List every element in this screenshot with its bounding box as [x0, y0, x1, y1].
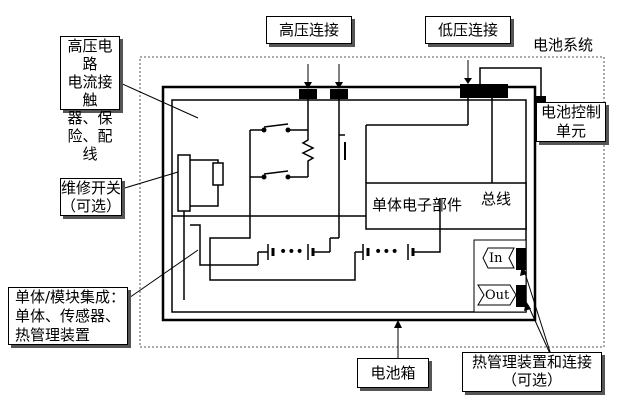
bms-connector [536, 96, 546, 102]
hv-connector-2 [330, 89, 348, 99]
cell-electronics-label: 单体电子部件 [372, 196, 463, 214]
lv-connector [460, 84, 508, 98]
in-port-connector [516, 248, 526, 270]
hv-circuit-label: 高压电路 电流接触 器、保 险、配线 [60, 36, 120, 163]
contactor-2 [263, 170, 289, 175]
lv-connect-label: 低压连接 [425, 16, 511, 44]
module-integration-label: 单体/模块集成： 单体、传感器、 热管理装置 [8, 287, 128, 345]
leader-service-switch [117, 171, 179, 191]
hv-connector-1 [299, 89, 317, 99]
cell-string-wire [209, 130, 356, 281]
leader-thermal-out [527, 304, 553, 359]
port-in-label: In [489, 251, 503, 266]
battery-box-outline [161, 85, 537, 322]
in-port-shape [482, 247, 515, 269]
hv-connect-label: 高压连接 [266, 16, 352, 44]
hv-arrowhead-1 [304, 82, 312, 89]
leader-hv-circuit [117, 81, 199, 119]
service-switch-label: 维修开关 （可选） [60, 178, 122, 216]
port-out-label: Out [485, 288, 510, 303]
lv-arrowhead [464, 78, 472, 84]
battery-system-label: 电池系统 [533, 36, 594, 54]
cells-dots-2: ••• [374, 244, 399, 260]
service-switch-box [177, 154, 191, 212]
bms-label: 电池控制 单元 [536, 102, 606, 142]
out-port-connector [516, 285, 526, 307]
battery-system-boundary [139, 56, 605, 348]
fuse [212, 162, 224, 186]
bus-label: 总线 [481, 190, 512, 208]
battery-box-label: 电池箱 [357, 358, 429, 388]
leader-module [125, 249, 199, 301]
cells-dots-1: ••• [279, 244, 304, 260]
out-port-shape [477, 284, 517, 306]
contactor-1 [263, 123, 289, 128]
bms-link-line [479, 67, 542, 98]
precharge-resistor [301, 130, 315, 177]
hv-arrowhead-2 [335, 82, 343, 89]
cell-electronics-box [365, 182, 527, 230]
leader-thermal-in [523, 269, 553, 359]
thermal-connect-label: 热管理装置和连接 （可选） [462, 352, 602, 392]
